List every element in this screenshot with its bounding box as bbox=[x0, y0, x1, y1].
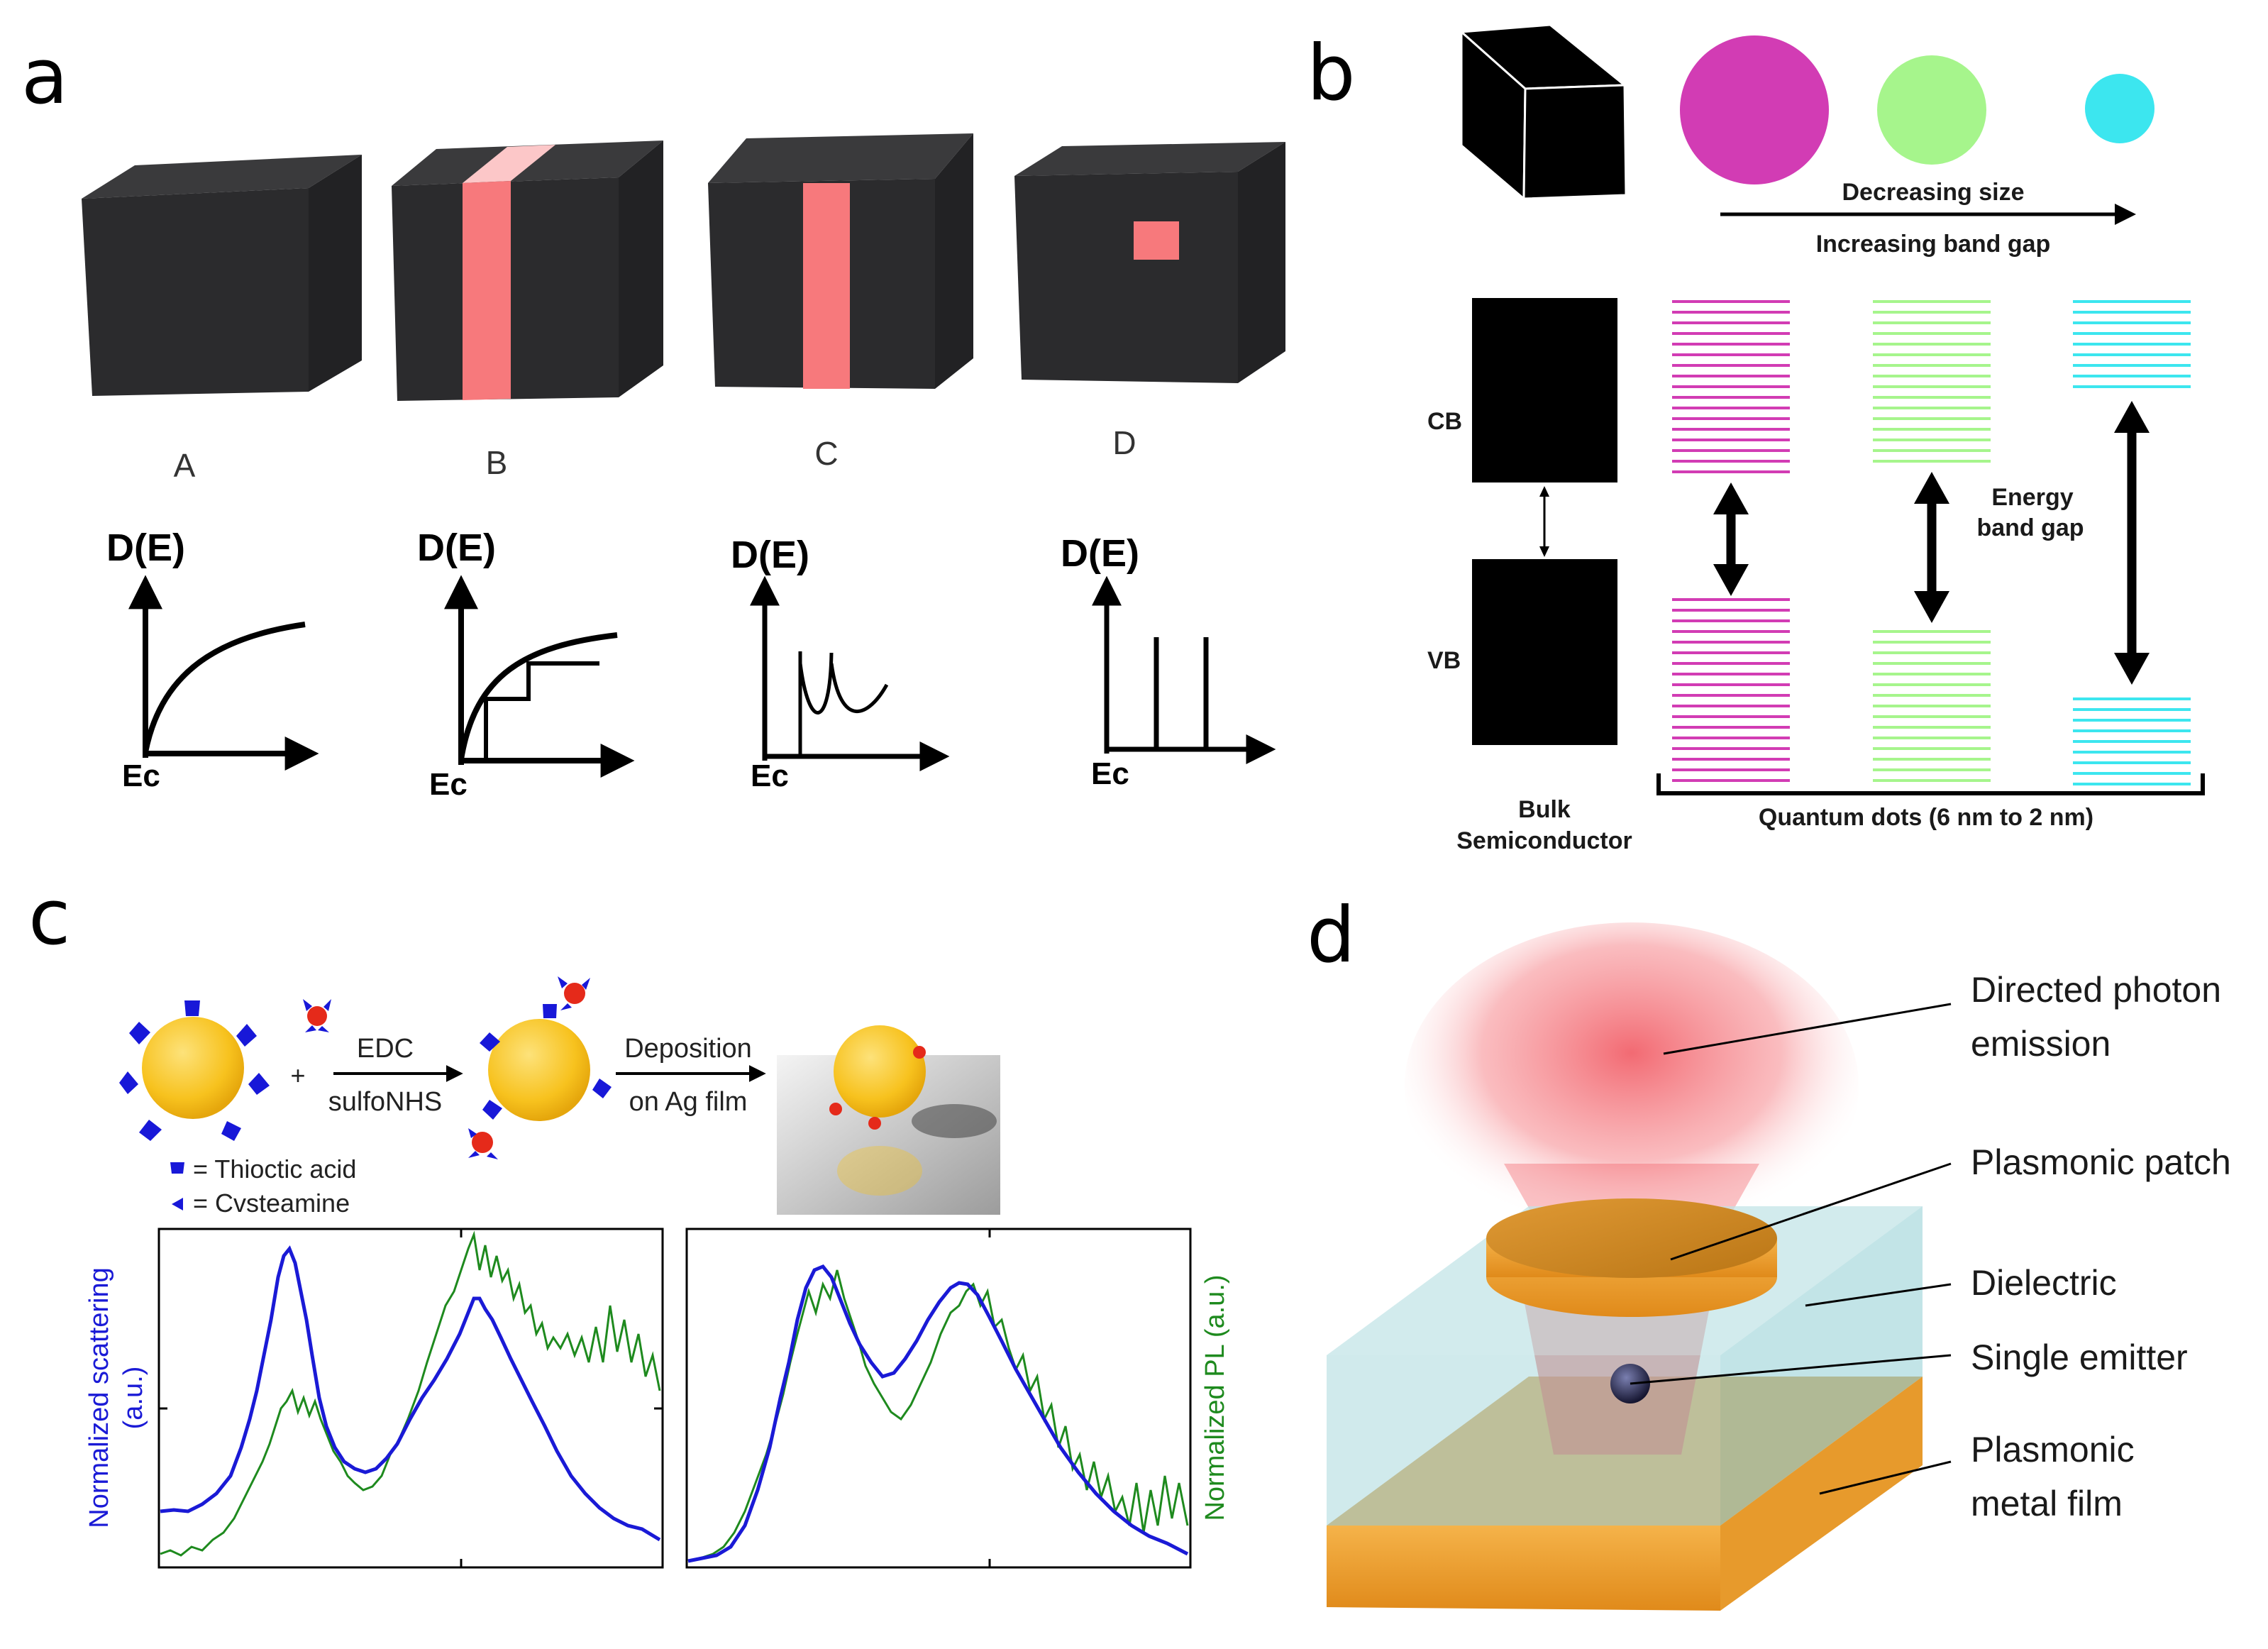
increasing-gap-label: Increasing band gap bbox=[1816, 231, 2051, 258]
energy-label: Energy bbox=[1991, 484, 2073, 511]
dos-ylabel-d: D(E) bbox=[1061, 532, 1139, 575]
cube-b bbox=[392, 140, 663, 401]
decreasing-size-label: Decreasing size bbox=[1842, 179, 2024, 206]
dos-xlabel-d: Ec bbox=[1091, 756, 1129, 791]
label-plasmonic: Plasmonic bbox=[1971, 1430, 2135, 1469]
scattering-trace-before bbox=[160, 1245, 661, 1542]
dos-ylabel-a: D(E) bbox=[106, 526, 185, 569]
dos-plot-a: D(E) Ec bbox=[106, 526, 319, 793]
scattering-trace-after bbox=[687, 1264, 1189, 1563]
cube-label-d: D bbox=[1112, 424, 1136, 461]
legend-cysteamine: = Cvsteamine bbox=[193, 1189, 350, 1218]
y-axis-scattering: Normalized scattering bbox=[84, 1267, 114, 1528]
bulk-vb bbox=[1472, 559, 1617, 745]
y-axis-scattering-unit: (a.u.) bbox=[118, 1367, 148, 1430]
panel-c: c + EDC sulfoNHS bbox=[28, 873, 1230, 1569]
pl-trace-before bbox=[160, 1230, 661, 1557]
np-conjugated bbox=[468, 976, 612, 1159]
band-gap-label: band gap bbox=[1976, 514, 2084, 541]
panel-a: a A B C bbox=[21, 33, 1285, 802]
band-gap-arrows bbox=[1713, 401, 2150, 685]
panel-b-letter: b bbox=[1307, 29, 1356, 118]
y-axis-pl: Normalized PL (a.u.) bbox=[1200, 1274, 1230, 1521]
bulk-label: Bulk bbox=[1518, 796, 1571, 823]
cube-label-a: A bbox=[174, 447, 196, 484]
qd-medium-vb-levels bbox=[1873, 630, 1991, 782]
semiconductor-label: Semiconductor bbox=[1456, 827, 1632, 854]
spectrum-plot-before bbox=[157, 1228, 664, 1569]
cube-label-b: B bbox=[486, 444, 508, 481]
photon-emission-cone bbox=[1405, 922, 1859, 1249]
cube-d bbox=[1014, 142, 1285, 383]
dos-xlabel-b: Ec bbox=[429, 767, 468, 802]
dos-ylabel-b: D(E) bbox=[417, 526, 496, 569]
qd-medium bbox=[1877, 55, 1986, 165]
qd-medium-cb-levels bbox=[1873, 300, 1991, 463]
legend-thioctic: = Thioctic acid bbox=[193, 1154, 356, 1184]
label-dielectric: Dielectric bbox=[1971, 1263, 2117, 1303]
cysteamine-emitter bbox=[303, 999, 331, 1032]
dos-plot-d: D(E) Ec bbox=[1061, 532, 1276, 791]
qd-large bbox=[1680, 35, 1829, 184]
pl-trace-after bbox=[687, 1269, 1189, 1562]
reagent-edc: EDC bbox=[357, 1034, 414, 1064]
plus-sign: + bbox=[290, 1061, 305, 1090]
deposition-label: Deposition bbox=[624, 1034, 752, 1064]
vb-label: VB bbox=[1427, 647, 1461, 674]
label-directed-photon: Directed photon bbox=[1971, 970, 2221, 1010]
cube-a bbox=[82, 155, 362, 396]
qd-bracket bbox=[1656, 773, 2205, 795]
cb-label: CB bbox=[1427, 408, 1462, 435]
label-emission: emission bbox=[1971, 1024, 2111, 1064]
qd-small-cb-levels bbox=[2073, 300, 2191, 388]
label-single-emitter: Single emitter bbox=[1971, 1338, 2188, 1377]
cube-label-c: C bbox=[814, 435, 838, 472]
bulk-cb bbox=[1472, 298, 1617, 482]
quantum-dots-label: Quantum dots (6 nm to 2 nm) bbox=[1759, 804, 2093, 831]
dos-xlabel-c: Ec bbox=[751, 759, 789, 793]
qd-large-cb-levels bbox=[1672, 300, 1790, 473]
panel-d-letter: d bbox=[1307, 891, 1356, 980]
panel-d: d bbox=[1307, 891, 2231, 1611]
confinement-stripe-c bbox=[803, 183, 850, 389]
qd-small bbox=[2085, 74, 2154, 143]
qd-large-vb-levels bbox=[1672, 598, 1790, 782]
cube-c bbox=[708, 133, 973, 389]
dos-ylabel-c: D(E) bbox=[731, 534, 809, 576]
panel-b: b Decreasing size Increasing band gap CB… bbox=[1307, 23, 2205, 854]
np-thioctic bbox=[119, 1000, 270, 1141]
dos-plot-b: D(E) Ec bbox=[417, 526, 635, 802]
on-ag-film-label: on Ag film bbox=[629, 1087, 748, 1117]
plasmonic-patch bbox=[1486, 1198, 1777, 1317]
label-metal-film: metal film bbox=[1971, 1484, 2123, 1523]
label-plasmonic-patch: Plasmonic patch bbox=[1971, 1142, 2231, 1182]
dos-xlabel-a: Ec bbox=[122, 759, 160, 793]
leader-lines bbox=[1630, 1003, 1952, 1495]
qd-small-vb-levels bbox=[2073, 697, 2191, 785]
spectrum-plot-after bbox=[685, 1228, 1192, 1569]
bulk-cube bbox=[1459, 23, 1628, 202]
confinement-dot-d bbox=[1134, 221, 1179, 260]
panel-c-letter: c bbox=[28, 873, 70, 962]
panel-a-letter: a bbox=[21, 33, 68, 121]
dos-plot-c: D(E) Ec bbox=[731, 534, 950, 793]
reagent-sulfonhs: sulfoNHS bbox=[328, 1087, 443, 1117]
np-on-ag-film bbox=[777, 1025, 1000, 1215]
